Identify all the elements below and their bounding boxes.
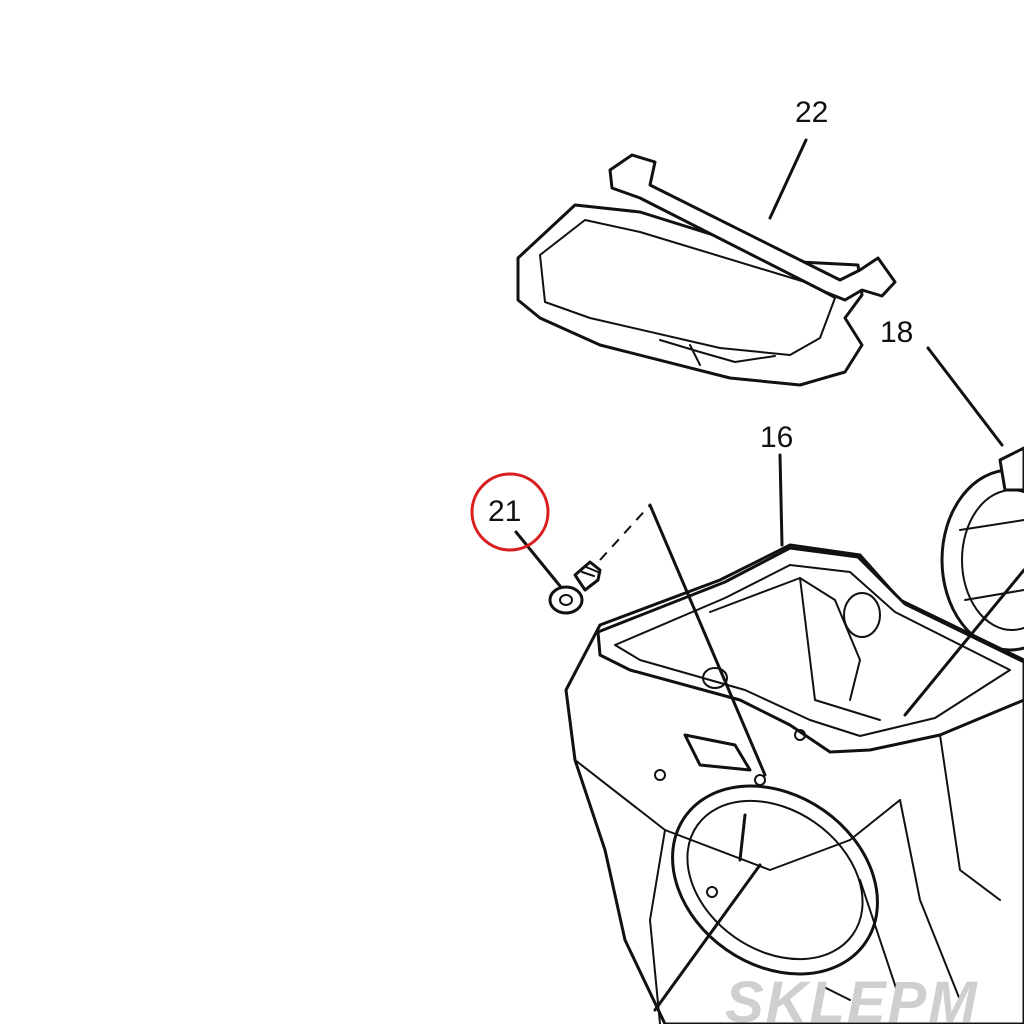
highlight-circle-21: [470, 472, 550, 552]
screw-axis-dashed: [599, 504, 651, 561]
part-21-screw: [548, 560, 602, 615]
callout-22: 22: [795, 96, 828, 129]
leader-21: [514, 530, 562, 588]
leader-22: [768, 138, 808, 220]
assembly-line-c: [653, 863, 762, 1012]
callout-21: 21: [488, 495, 521, 528]
part-18-funnel: [940, 446, 1024, 652]
assembly-line-a: [648, 503, 767, 777]
leader-16: [778, 453, 784, 547]
callout-16: 16: [760, 421, 793, 454]
assembly-line-d: [738, 813, 747, 862]
part-16-housing: [564, 543, 1024, 1024]
assembly-line-b: [903, 568, 1024, 717]
callout-18: 18: [880, 316, 913, 349]
leader-18: [926, 346, 1004, 447]
part-22-cover: [516, 153, 897, 387]
watermark-text: SKLEPM: [725, 970, 979, 1024]
